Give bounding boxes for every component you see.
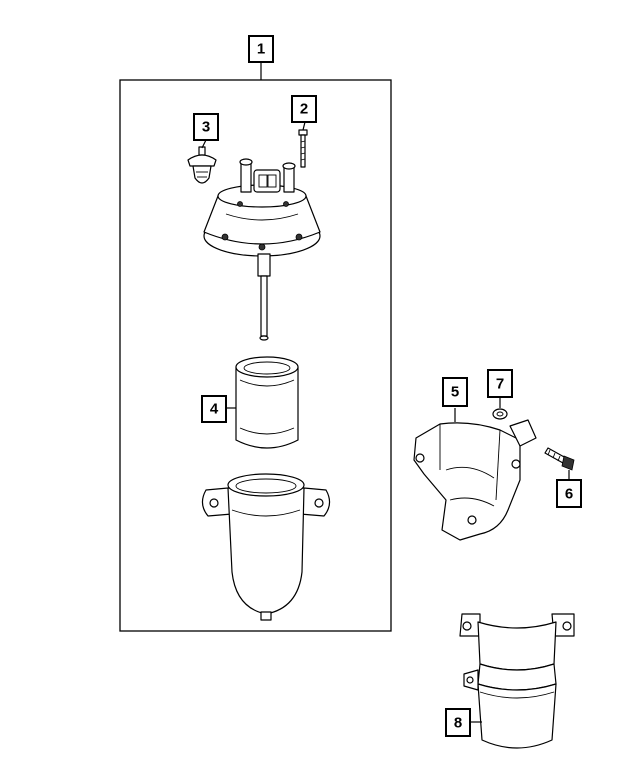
svg-text:8: 8 [454,715,462,732]
part-filter-bowl [201,473,331,621]
callout-2[interactable]: 2 [291,95,317,123]
part-filter-head [203,158,321,257]
callout-8[interactable]: 8 [445,708,471,737]
part-bracket [413,419,537,541]
leader-2 [302,121,306,131]
callout-7[interactable]: 7 [487,369,513,398]
svg-text:1: 1 [257,41,265,58]
svg-text:5: 5 [451,384,459,401]
part-bolt [544,447,575,471]
callout-4[interactable]: 4 [201,395,227,423]
svg-text:3: 3 [202,119,210,136]
svg-text:7: 7 [496,376,504,393]
part-filter-element [235,356,299,449]
callout-1[interactable]: 1 [248,35,274,63]
svg-text:6: 6 [565,486,573,503]
part-screw [298,129,308,168]
assembly-frame [119,79,392,632]
svg-text:2: 2 [300,101,308,118]
svg-text:4: 4 [210,401,219,418]
callout-3[interactable]: 3 [193,113,219,141]
part-drain-tube [257,253,271,341]
leader-3 [201,139,207,149]
part-push-pin-clip [187,146,217,184]
part-shield [459,613,575,749]
callout-6[interactable]: 6 [556,479,582,508]
callout-5[interactable]: 5 [442,377,468,407]
part-nut [492,408,508,420]
